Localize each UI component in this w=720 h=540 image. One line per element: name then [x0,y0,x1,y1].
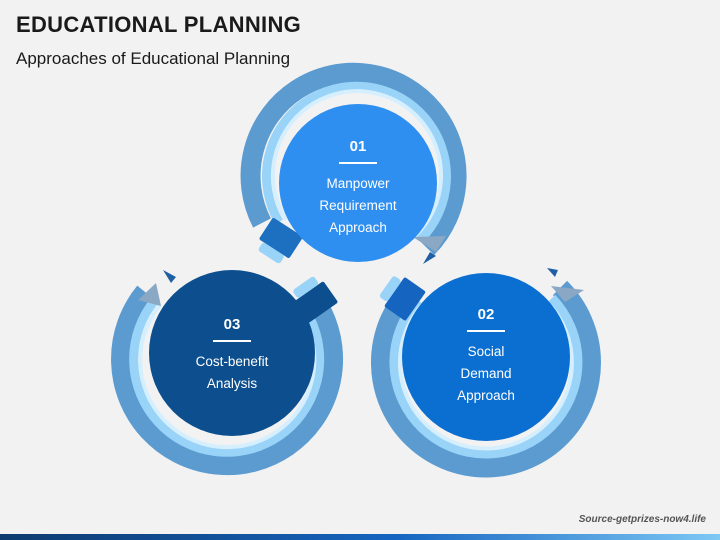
node-03-rings [111,270,344,476]
node-03-label-line-1: Cost-benefit [195,354,269,369]
node-02-text: 02 Social Demand Approach [416,306,556,407]
node-01-outer-arc [240,62,467,255]
node-03-label-line-2: Analysis [206,376,258,391]
node-03-text: 03 Cost-benefit Analysis [162,316,302,395]
node-01-band-arc [271,89,444,238]
node-03-divider [213,340,251,342]
node-03-inner-arc [129,297,325,457]
node-03-number: 03 [223,316,241,333]
node-03-band-arc [138,303,317,450]
bottom-accent-bar [0,534,720,540]
node-03-pencil-lead [163,270,176,283]
node-02-outer-arc [371,280,601,478]
node-02-pencil-lead [547,268,558,277]
node-02-core [402,273,570,441]
node-02-eraser [379,276,426,321]
node-02-rings [371,268,601,478]
node-02-pencil-tip [551,286,584,302]
node-01-core [279,104,437,262]
node-01-pencil-tip [413,236,446,252]
node-01-label-line-2: Requirement [319,198,397,213]
node-01-pencil-lead [423,252,436,264]
node-03-core [149,270,315,436]
source-credit: Source-getprizes-now4.life [578,514,706,525]
node-02-label-line-1: Social [467,344,505,359]
node-02-label-line-3: Approach [457,388,515,403]
node-01-number: 01 [349,138,367,155]
node-02-label-line-2: Demand [460,366,512,381]
node-01-rings [240,62,467,264]
node-01-label-line-1: Manpower [326,176,390,191]
node-02-number: 02 [477,306,495,323]
node-01-text: 01 Manpower Requirement Approach [288,138,428,239]
node-01-label-line-3: Approach [329,220,387,235]
page-title: EDUCATIONAL PLANNING [16,12,302,37]
node-03-pencil-tip [138,283,161,306]
node-01-divider [339,162,377,164]
node-02-band-arc [397,301,574,451]
page-subtitle: Approaches of Educational Planning [16,49,291,68]
node-01-inner-arc [261,81,451,244]
node-02-divider [467,330,505,332]
node-03-eraser [293,276,338,323]
node-01-eraser [258,218,303,264]
node-02-inner-arc [389,294,583,459]
node-03-outer-arc [111,285,344,476]
